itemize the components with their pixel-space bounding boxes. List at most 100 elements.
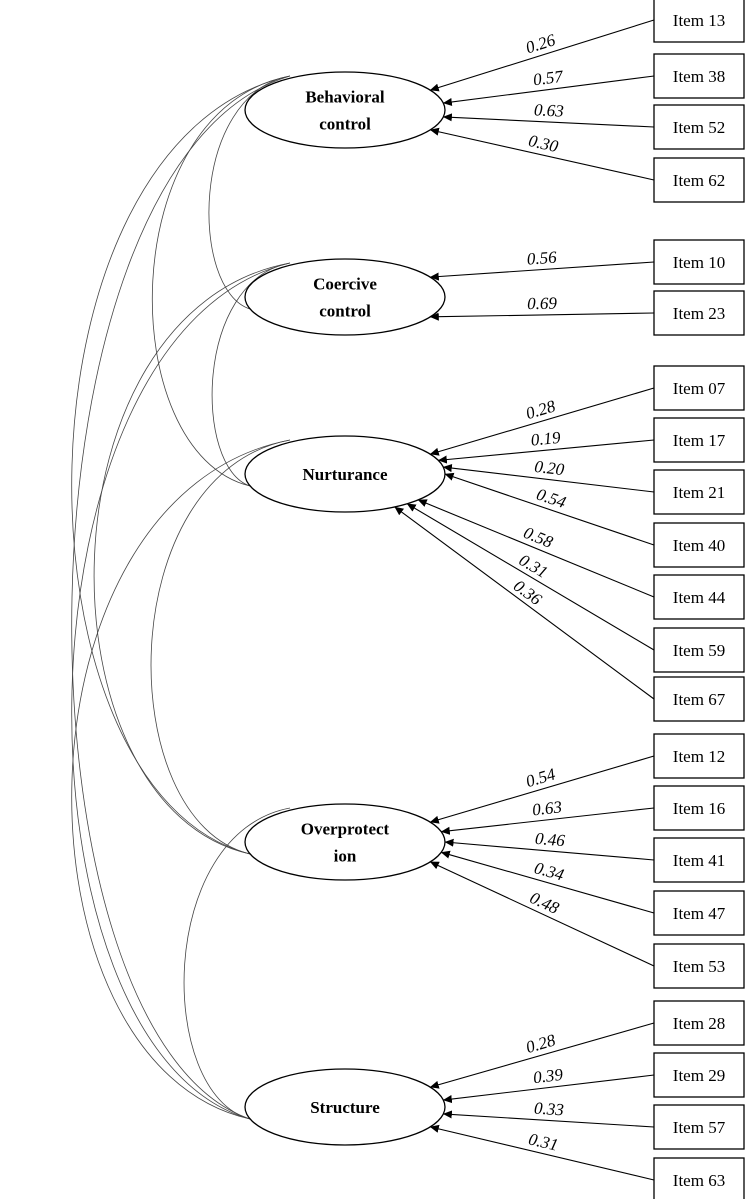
covariance-curve: [71, 262, 291, 1120]
observed-item: Item 12: [653, 733, 745, 779]
loading-value: 0.58: [521, 523, 556, 552]
loading-arrow: [442, 1074, 655, 1104]
factor-ellipse: [244, 435, 446, 513]
observed-item: Item 21: [653, 469, 745, 515]
item-label: Item 40: [673, 536, 725, 555]
loading-arrow: [429, 755, 655, 824]
covariance-curve: [150, 439, 291, 855]
loading-arrow: [437, 439, 655, 464]
observed-item: Item 44: [653, 574, 745, 620]
item-label: Item 07: [673, 379, 726, 398]
observed-item: Item 41: [653, 837, 745, 883]
observed-item: Item 07: [653, 365, 745, 411]
item-box: [653, 676, 745, 722]
loading-value: 0.57: [532, 67, 565, 90]
loading-value: 0.54: [524, 764, 558, 791]
item-box: [653, 417, 745, 463]
factor-structure: Structure: [244, 1068, 446, 1146]
loading-arrow: [406, 503, 655, 651]
covariance-curve: [93, 262, 291, 855]
item-label: Item 62: [673, 171, 725, 190]
loading-arrow: [429, 387, 655, 456]
loading-arrow: [394, 506, 655, 700]
item-box: [653, 785, 745, 831]
item-label: Item 23: [673, 304, 725, 323]
observed-item: Item 62: [653, 157, 745, 203]
item-box: [653, 943, 745, 989]
factor-label: control: [319, 302, 371, 321]
loading-value: 0.28: [524, 1030, 558, 1057]
observed-item: Item 16: [653, 785, 745, 831]
item-label: Item 21: [673, 483, 725, 502]
observed-item: Item 10: [653, 239, 745, 285]
item-box: [653, 239, 745, 285]
loading-arrow: [444, 838, 655, 861]
observed-item: Item 67: [653, 676, 745, 722]
loading-value: 0.56: [526, 248, 557, 269]
item-box: [653, 290, 745, 336]
item-box: [653, 1157, 745, 1199]
item-box: [653, 837, 745, 883]
factor-nurturance: Nurturance: [244, 435, 446, 513]
observed-item: Item 38: [653, 53, 745, 99]
factor-ellipse: [244, 1068, 446, 1146]
observed-item: Item 17: [653, 417, 745, 463]
covariance-curves: [71, 75, 291, 1120]
loading-arrow: [429, 261, 655, 281]
loading-arrow: [440, 807, 655, 835]
loading-arrow: [429, 1124, 655, 1181]
loading-value: 0.39: [532, 1065, 564, 1087]
covariance-curve: [71, 75, 291, 1120]
item-label: Item 28: [673, 1014, 725, 1033]
item-box: [653, 469, 745, 515]
item-label: Item 63: [673, 1171, 725, 1190]
item-box: [653, 157, 745, 203]
observed-item: Item 23: [653, 290, 745, 336]
item-box: [653, 365, 745, 411]
item-box: [653, 53, 745, 99]
factor-ellipse: [244, 258, 446, 336]
item-box: [653, 522, 745, 568]
loading-value: 0.69: [527, 294, 558, 314]
item-label: Item 17: [673, 431, 726, 450]
loading-value: 0.20: [533, 457, 565, 479]
observed-item: Item 47: [653, 890, 745, 936]
loading-value: 0.28: [524, 396, 558, 423]
item-label: Item 53: [673, 957, 725, 976]
observed-item: Item 29: [653, 1052, 745, 1098]
loading-arrow: [442, 1110, 655, 1128]
observed-item: Item 52: [653, 104, 745, 150]
observed-item: Item 28: [653, 1000, 745, 1046]
item-label: Item 59: [673, 641, 725, 660]
item-box: [653, 574, 745, 620]
loading-arrow: [442, 113, 655, 128]
observed-items: Item 13 Item 38 Item 52 Item 62 Item 10 Item …: [653, 0, 745, 1199]
observed-item: Item 57: [653, 1104, 745, 1150]
observed-item: Item 13: [653, 0, 745, 43]
observed-item: Item 53: [653, 943, 745, 989]
factor-ellipse: [244, 803, 446, 881]
item-box: [653, 890, 745, 936]
loading-value: 0.34: [532, 858, 566, 885]
item-box: [653, 1104, 745, 1150]
latent-factors: BehavioralcontrolCoercivecontrolNurturan…: [244, 71, 446, 1146]
factor-label: Structure: [310, 1098, 380, 1117]
factor-label: Behavioral: [305, 88, 385, 107]
item-label: Item 16: [673, 799, 725, 818]
observed-item: Item 59: [653, 627, 745, 673]
item-box: [653, 104, 745, 150]
loading-value: 0.48: [527, 888, 562, 918]
loading-value: 0.19: [530, 428, 562, 450]
loading-arrow: [417, 499, 655, 598]
item-box: [653, 0, 745, 43]
item-box: [653, 627, 745, 673]
loading-arrow: [429, 19, 655, 92]
loading-value: 0.33: [534, 1099, 565, 1120]
factor-loadings: 0.260.570.630.300.560.690.280.190.200.54…: [394, 19, 655, 1181]
item-box: [653, 733, 745, 779]
loading-value: 0.46: [534, 829, 566, 851]
covariance-curve: [71, 75, 291, 855]
item-label: Item 67: [673, 690, 726, 709]
